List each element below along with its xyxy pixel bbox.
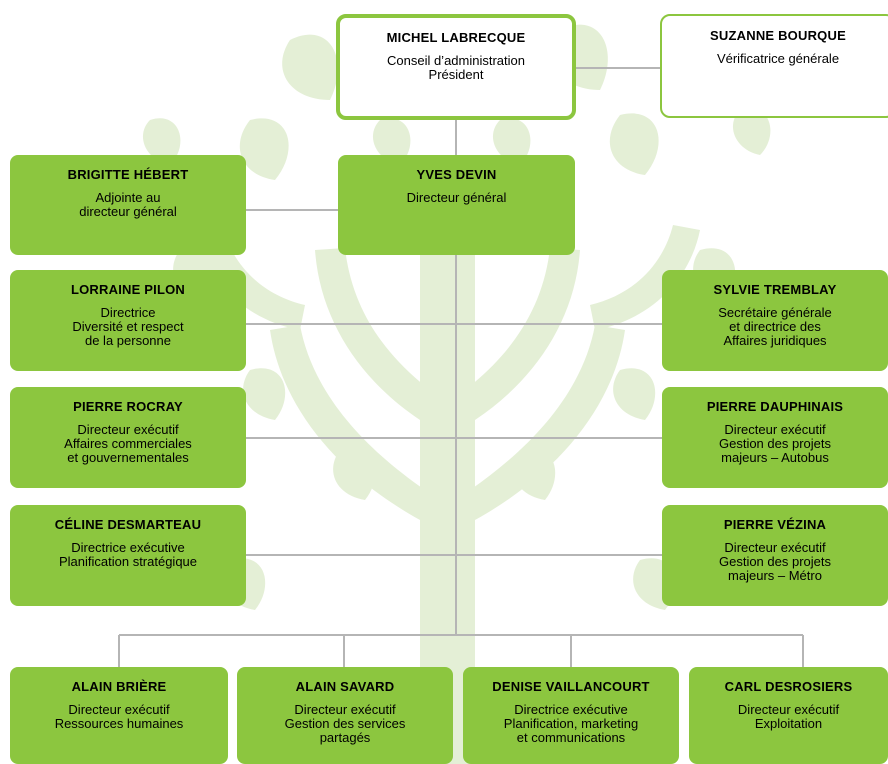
person-role: Directeur exécutif Exploitation <box>737 702 840 731</box>
person-role: Secrétaire générale et directrice des Af… <box>718 305 832 348</box>
right-box-2: PIERRE DAUPHINAIS Directeur exécutif Ges… <box>662 387 888 488</box>
right-box-1: SYLVIE TREMBLAY Secrétaire générale et d… <box>662 270 888 371</box>
person-name: ALAIN BRIÈRE <box>71 679 167 694</box>
bottom-box-3: DENISE VAILLANCOURT Directrice exécutive… <box>463 667 679 764</box>
bottom-box-2: ALAIN SAVARD Directeur exécutif Gestion … <box>237 667 453 764</box>
person-role: Directeur exécutif Gestion des services … <box>284 702 406 745</box>
person-name: ALAIN SAVARD <box>295 679 395 694</box>
auditor-box: SUZANNE BOURQUE Vérificatrice générale <box>660 14 888 118</box>
person-role: Directeur exécutif Affaires commerciales… <box>64 422 192 465</box>
person-role: Directeur exécutif Gestion des projets m… <box>718 540 831 583</box>
bottom-box-1: ALAIN BRIÈRE Directeur exécutif Ressourc… <box>10 667 228 764</box>
person-role: Adjointe au directeur général <box>79 190 177 219</box>
person-role: Directeur exécutif Gestion des projets m… <box>718 422 831 465</box>
person-role: Conseil d’administration Président <box>386 53 525 82</box>
left-box-1: BRIGITTE HÉBERT Adjointe au directeur gé… <box>10 155 246 255</box>
person-role: Directrice Diversité et respect de la pe… <box>72 305 184 348</box>
person-role: Directrice exécutive Planification, mark… <box>503 702 639 745</box>
person-name: LORRAINE PILON <box>70 282 186 297</box>
person-name: PIERRE DAUPHINAIS <box>706 399 844 414</box>
person-name: CÉLINE DESMARTEAU <box>54 517 202 532</box>
bottom-box-4: CARL DESROSIERS Directeur exécutif Explo… <box>689 667 888 764</box>
left-box-2: LORRAINE PILON Directrice Diversité et r… <box>10 270 246 371</box>
person-name: BRIGITTE HÉBERT <box>67 167 189 182</box>
person-name: MICHEL LABRECQUE <box>386 30 526 45</box>
person-name: PIERRE ROCRAY <box>73 399 183 414</box>
person-role: Directrice exécutive Planification strat… <box>58 540 198 569</box>
person-name: SYLVIE TREMBLAY <box>713 282 837 297</box>
person-role: Directeur général <box>406 190 507 205</box>
person-name: CARL DESROSIERS <box>724 679 853 694</box>
left-box-3: PIERRE ROCRAY Directeur exécutif Affaire… <box>10 387 246 488</box>
person-role: Directeur exécutif Ressources humaines <box>54 702 184 731</box>
person-name: SUZANNE BOURQUE <box>710 28 846 43</box>
person-role: Vérificatrice générale <box>716 51 840 66</box>
person-name: PIERRE VÉZINA <box>723 517 827 532</box>
person-name: DENISE VAILLANCOURT <box>492 679 650 694</box>
left-box-4: CÉLINE DESMARTEAU Directrice exécutive P… <box>10 505 246 606</box>
director-general-box: YVES DEVIN Directeur général <box>338 155 575 255</box>
person-name: YVES DEVIN <box>416 167 497 182</box>
chairman-box: MICHEL LABRECQUE Conseil d’administratio… <box>336 14 576 120</box>
right-box-3: PIERRE VÉZINA Directeur exécutif Gestion… <box>662 505 888 606</box>
